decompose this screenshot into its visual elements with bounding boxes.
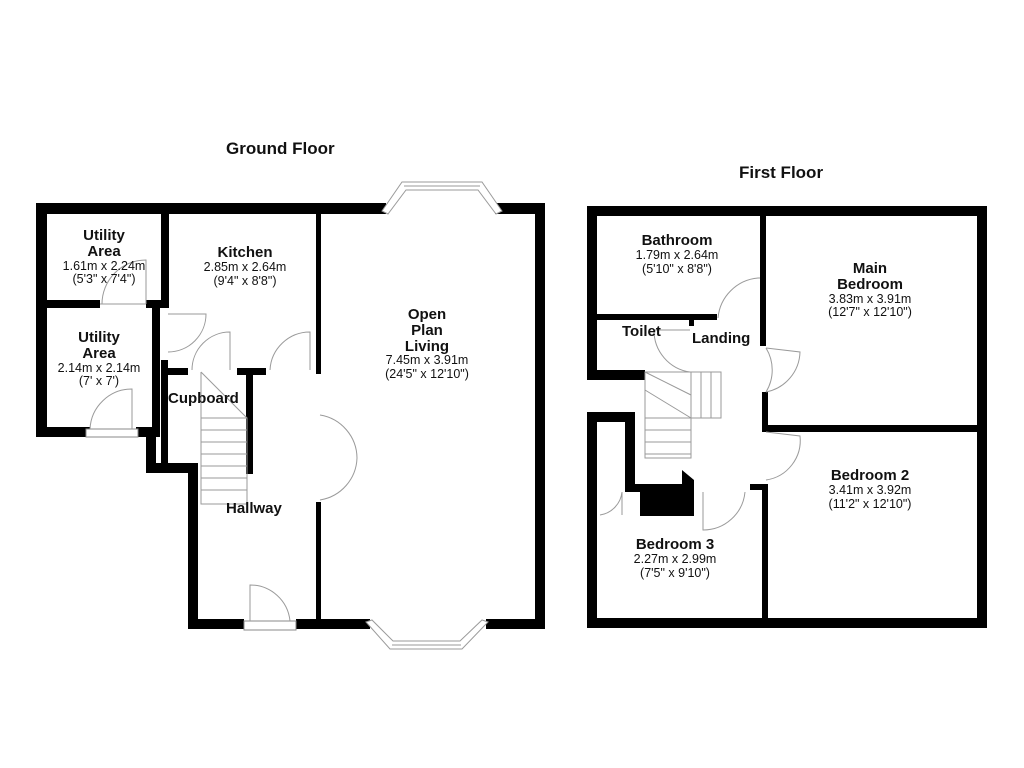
- room-dimensions-metric: 3.83m x 3.91m: [828, 291, 912, 306]
- room-label-main-bedroom: Main Bedroom 3.83m x 3.91m (12'7" x 12'1…: [800, 261, 940, 320]
- area-label-hallway: Hallway: [226, 500, 282, 517]
- room-dimensions-imperial: (9'4" x 8'8"): [213, 273, 277, 288]
- room-label-bathroom: Bathroom 1.79m x 2.64m (5'10" x 8'8"): [612, 233, 742, 276]
- room-dimensions-metric: 2.27m x 2.99m: [633, 551, 717, 566]
- room-label-open-plan-living: Open Plan Living 7.45m x 3.91m (24'5" x …: [360, 307, 494, 382]
- room-label-kitchen: Kitchen 2.85m x 2.64m (9'4" x 8'8"): [180, 245, 310, 288]
- room-dimensions-metric: 1.79m x 2.64m: [635, 247, 719, 262]
- room-dimensions-metric: 7.45m x 3.91m: [385, 353, 469, 368]
- room-dimensions-metric: 1.61m x 2.24m: [62, 258, 146, 273]
- room-dimensions-imperial: (7' x 7'): [78, 374, 120, 389]
- room-dimensions-metric: 3.41m x 3.92m: [828, 482, 912, 497]
- ground-floor-stairs: [200, 371, 248, 505]
- area-label-landing: Landing: [692, 330, 751, 347]
- room-dimensions-imperial: (24'5" x 12'10"): [385, 367, 469, 381]
- ground-floor-title: Ground Floor: [226, 139, 335, 158]
- ground-floor-doors: [85, 259, 358, 631]
- first-floor-stairs: [644, 371, 722, 492]
- first-floor-doors: [599, 277, 801, 531]
- room-dimensions-imperial: (12'7" x 12'10"): [828, 305, 912, 320]
- room-label-bedroom-3: Bedroom 3 2.27m x 2.99m (7'5" x 9'10"): [610, 537, 740, 580]
- room-dimensions-metric: 2.85m x 2.64m: [203, 259, 287, 274]
- room-dimensions-imperial: (5'3" x 7'4"): [72, 272, 136, 287]
- room-dimensions-imperial: (11'2" x 12'10"): [828, 496, 912, 511]
- ground-floor-walls: [36, 203, 545, 629]
- bay-window-bottom: [365, 619, 489, 650]
- room-label-bedroom-2: Bedroom 2 3.41m x 3.92m (11'2" x 12'10"): [800, 468, 940, 511]
- first-floor-walls: [587, 206, 987, 628]
- area-label-toilet: Toilet: [622, 323, 661, 340]
- first-floor-title: First Floor: [739, 163, 824, 182]
- room-dimensions-imperial: (7'5" x 9'10"): [640, 565, 710, 580]
- room-dimensions-imperial: (5'10" x 8'8"): [642, 261, 712, 276]
- bay-window-top: [381, 181, 503, 215]
- area-label-cupboard: Cupboard: [168, 390, 239, 407]
- room-label-utility-area-2: Utility Area 2.14m x 2.14m (7' x 7'): [44, 330, 154, 389]
- room-dimensions-metric: 2.14m x 2.14m: [57, 360, 141, 375]
- room-label-utility-area-1: Utility Area 1.61m x 2.24m (5'3" x 7'4"): [48, 228, 160, 287]
